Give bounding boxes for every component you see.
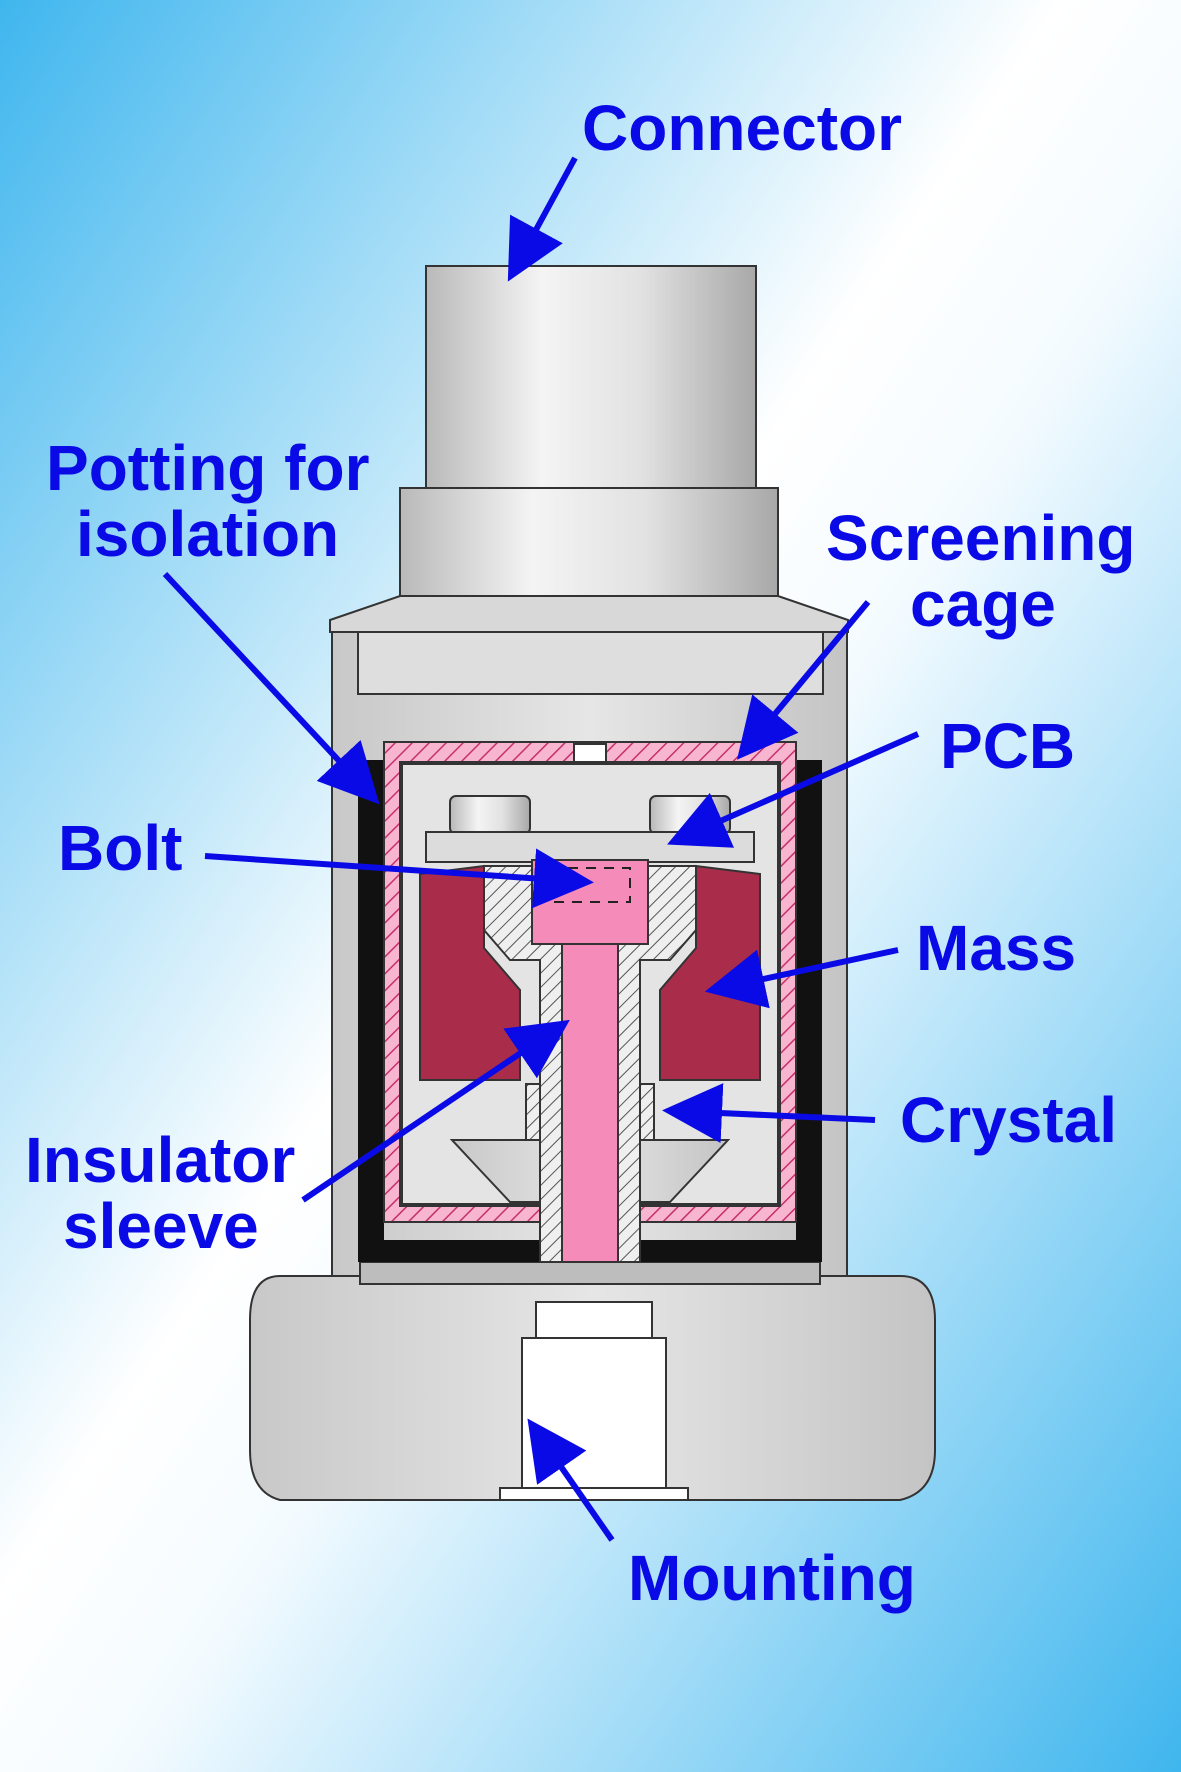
arrow-potting [162,571,380,805]
pcb-component-left [449,795,531,835]
arrow-insulator-sleeve [301,1019,570,1203]
label-potting-line2: isolation [76,498,339,570]
label-screening-line2: cage [910,568,1056,640]
label-potting-line1: Potting for [46,432,369,504]
labels: Connector Potting for isolation Screenin… [25,92,1135,1614]
arrows [162,156,920,1542]
label-mass: Mass [916,912,1076,984]
arrow-bolt [204,848,594,909]
pcb-board [425,831,755,863]
arrow-crystal [662,1083,876,1144]
base-seat [359,1261,821,1285]
label-insulator-line2: sleeve [63,1190,259,1262]
label-crystal: Crystal [900,1084,1117,1156]
arrow-screening-cage [736,600,871,760]
mounting-hole [521,1337,667,1491]
label-pcb: PCB [940,710,1075,782]
arrow-mounting [527,1418,615,1542]
mounting-hole-top [535,1301,653,1341]
label-insulator-line1: Insulator [25,1124,295,1196]
pcb-component-right [649,795,731,835]
label-mounting: Mounting [628,1542,916,1614]
label-screening-line1: Screening [826,502,1135,574]
mounting-hole-lip [499,1487,689,1501]
label-bolt: Bolt [58,812,182,884]
arrow-connector [507,156,578,282]
arrow-pcb [667,731,920,848]
arrow-mass [704,947,899,1009]
housing-top-insert [357,631,824,695]
connector-hex [399,487,779,599]
connector-top [425,265,757,492]
housing-cap [329,595,849,633]
label-connector: Connector [582,92,902,164]
